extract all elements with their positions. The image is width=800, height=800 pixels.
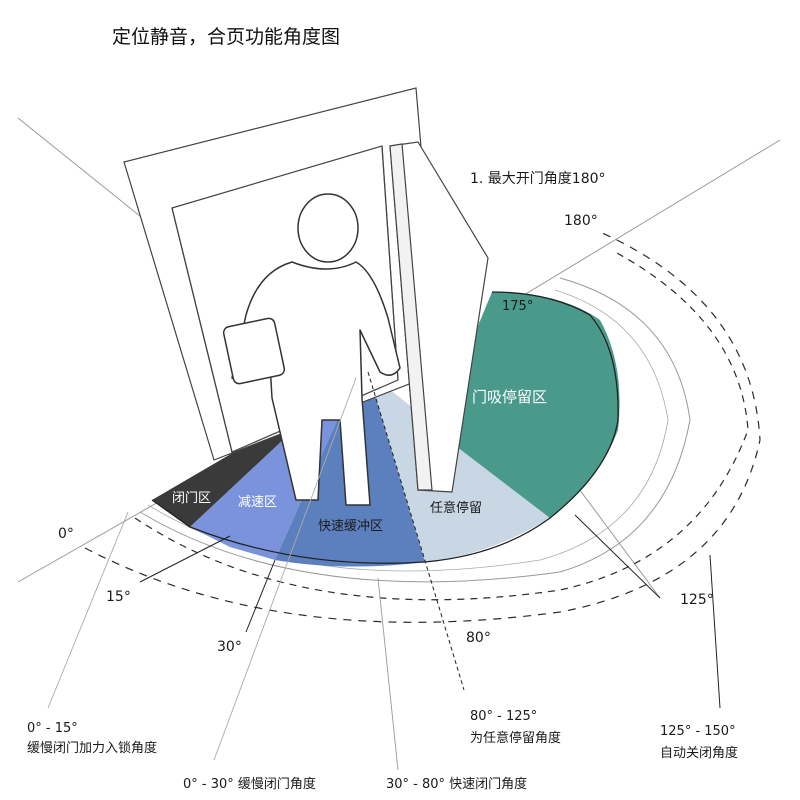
- open-door-leaf: [389, 141, 489, 493]
- angle-label-0: 0°: [58, 526, 74, 542]
- angle-label-80: 80°: [466, 630, 491, 646]
- zone-label-fast-buffer: 快速缓冲区: [318, 519, 383, 534]
- person-figure: [222, 193, 401, 506]
- desc-30-80: 30° - 80° 快速闭门角度: [386, 776, 527, 792]
- max-angle-note: 1. 最大开门角度180°: [470, 171, 606, 187]
- desc-0-15-range: 0° - 15°: [27, 721, 78, 736]
- angle-label-175: 175°: [502, 299, 533, 314]
- desc-80-125-text: 为任意停留角度: [470, 730, 561, 746]
- zone-label-door-stop: 门吸停留区: [472, 388, 547, 406]
- zone-label-closing: 闭门区: [172, 491, 211, 506]
- desc-125-150-range: 125° - 150°: [660, 724, 736, 739]
- desc-0-15-text: 缓慢闭门加力入锁角度: [27, 740, 157, 756]
- angle-label-15: 15°: [106, 589, 131, 605]
- desc-80-125-range: 80° - 125°: [470, 709, 537, 724]
- angle-label-125: 125°: [680, 592, 714, 608]
- zone-door-stop: [435, 292, 620, 518]
- zone-outline: [151, 291, 619, 564]
- zone-label-decelerate: 减速区: [238, 495, 277, 510]
- angle-label-30: 30°: [217, 639, 242, 655]
- zone-label-free-stop: 任意停留: [430, 500, 482, 516]
- angle-label-180: 180°: [564, 213, 598, 229]
- diagram-title: 定位静音，合页功能角度图: [112, 26, 340, 48]
- desc-0-30: 0° - 30° 缓慢闭门角度: [183, 776, 316, 792]
- leader-lines: [47, 371, 721, 771]
- desc-125-150-text: 自动关闭角度: [660, 745, 738, 761]
